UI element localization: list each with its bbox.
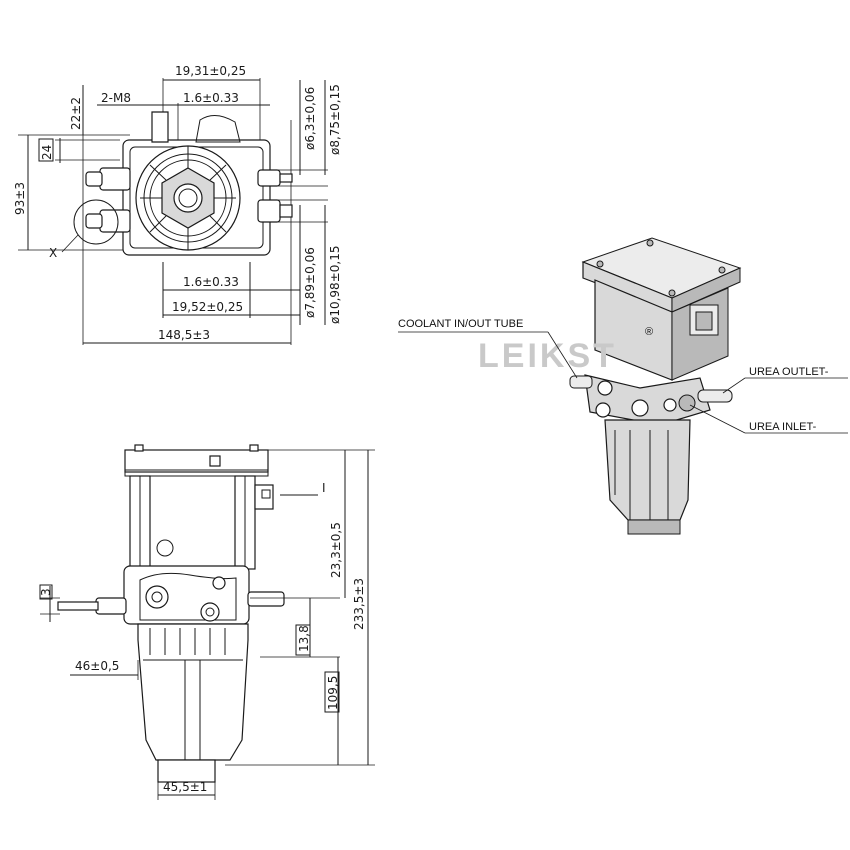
registered-mark: ® (645, 326, 653, 338)
callout-urea-inlet: UREA INLET- (749, 421, 817, 433)
dim-overall-height: 233,5±3 (352, 578, 366, 630)
dim-box-13-8: 13,8 (297, 625, 311, 652)
callout-urea-outlet: UREA OUTLET- (749, 366, 829, 378)
dim-height-small: 22±2 (69, 97, 83, 130)
dim-bottom-width: 19,52±0,25 (172, 300, 243, 314)
dim-overall-width: 148,5±3 (158, 328, 210, 342)
front-view: I 23,3±0,5 233,5±3 3 13,8 46±0,5 109,5 4… (39, 444, 375, 800)
dim-width-46: 46±0,5 (75, 659, 119, 673)
dim-top-width: 19,31±0,25 (175, 64, 246, 78)
brand-watermark: LEIKST (478, 337, 617, 375)
product-render: LEIKST ® COOLANT IN/OUT TUBE UREA OUTLET… (398, 237, 848, 535)
dim-diameter-a: ø6,3±0,06 (303, 87, 317, 150)
dim-height-93: 93±3 (13, 182, 27, 215)
view-marker-i: I (322, 481, 326, 495)
top-view: 19,31±0,25 2-M8 1.6±0.33 22±2 24 93±3 X … (13, 64, 342, 345)
dim-diameter-d: ø10,98±0,15 (328, 246, 342, 324)
dim-thread: 2-M8 (101, 91, 131, 105)
dim-offset-bottom: 1.6±0.33 (183, 275, 239, 289)
dim-offset-top: 1.6±0.33 (183, 91, 239, 105)
dim-diameter-c: ø7,89±0,06 (303, 247, 317, 318)
detail-x-label: X (49, 246, 57, 260)
dim-width-45-5: 45,5±1 (163, 780, 207, 794)
callout-coolant-tube: COOLANT IN/OUT TUBE (398, 318, 523, 330)
dim-box-109-5: 109,5 (326, 676, 340, 710)
dim-box-3: 3 (39, 588, 53, 596)
dim-diameter-b: ø8,75±0,15 (328, 84, 342, 155)
dim-box-24: 24 (40, 145, 54, 160)
dim-height-233: 23,3±0,5 (329, 522, 343, 578)
